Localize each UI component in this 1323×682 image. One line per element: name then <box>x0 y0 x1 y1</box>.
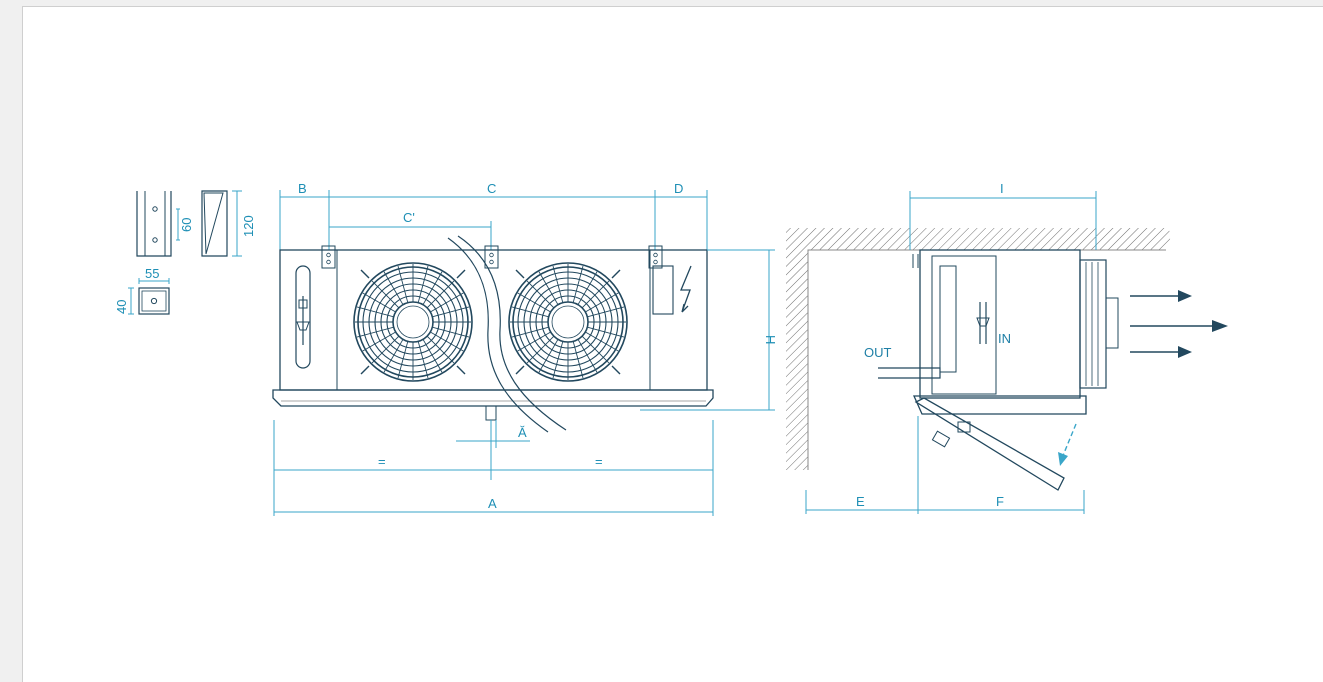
airflow-arrows-icon <box>1130 290 1228 358</box>
mount-bracket-left <box>321 245 336 269</box>
mount-bracket-middle <box>484 245 499 269</box>
bracket-dim-55: 55 <box>145 266 159 281</box>
fan-left-icon <box>353 262 473 382</box>
bracket-dim-120: 120 <box>241 215 256 237</box>
dim-H: H <box>763 335 778 344</box>
wall-ceiling-hatch <box>786 228 1171 470</box>
bracket-side-icon <box>201 190 228 257</box>
fan-side-guard-icon <box>1079 259 1119 389</box>
inlet-valve-icon <box>976 302 990 344</box>
dim-equal-left: = <box>378 454 386 469</box>
electrical-box-icon <box>652 265 692 315</box>
bracket-front-icon <box>136 191 172 257</box>
side-view: I OUT IN <box>786 181 1228 514</box>
dim-I: I <box>1000 181 1004 196</box>
dim-A: A <box>488 496 497 511</box>
dim-D: D <box>674 181 683 196</box>
bracket-detail: 60 120 55 40 <box>114 190 256 315</box>
pipe-lines <box>447 235 567 433</box>
dim-C-prime: C' <box>403 210 415 225</box>
front-view: B C D C' <box>272 181 778 516</box>
bracket-dim-40: 40 <box>114 300 129 314</box>
unit-cabinet <box>272 249 714 421</box>
mount-bracket-right <box>648 245 663 269</box>
label-in: IN <box>998 331 1011 346</box>
dim-F: F <box>996 494 1004 509</box>
dim-C: C <box>487 181 496 196</box>
bracket-top-icon <box>138 287 170 315</box>
dim-equal-right: = <box>595 454 603 469</box>
dim-B: B <box>298 181 307 196</box>
open-drip-tray-icon <box>914 397 1077 491</box>
header-pipe <box>295 265 311 369</box>
outlet-pipe <box>878 367 941 379</box>
dim-E: E <box>856 494 865 509</box>
label-out: OUT <box>864 345 892 360</box>
dim-drain: Ă <box>518 425 527 440</box>
bracket-dim-60: 60 <box>179 218 194 232</box>
fan-right-icon <box>508 262 628 382</box>
